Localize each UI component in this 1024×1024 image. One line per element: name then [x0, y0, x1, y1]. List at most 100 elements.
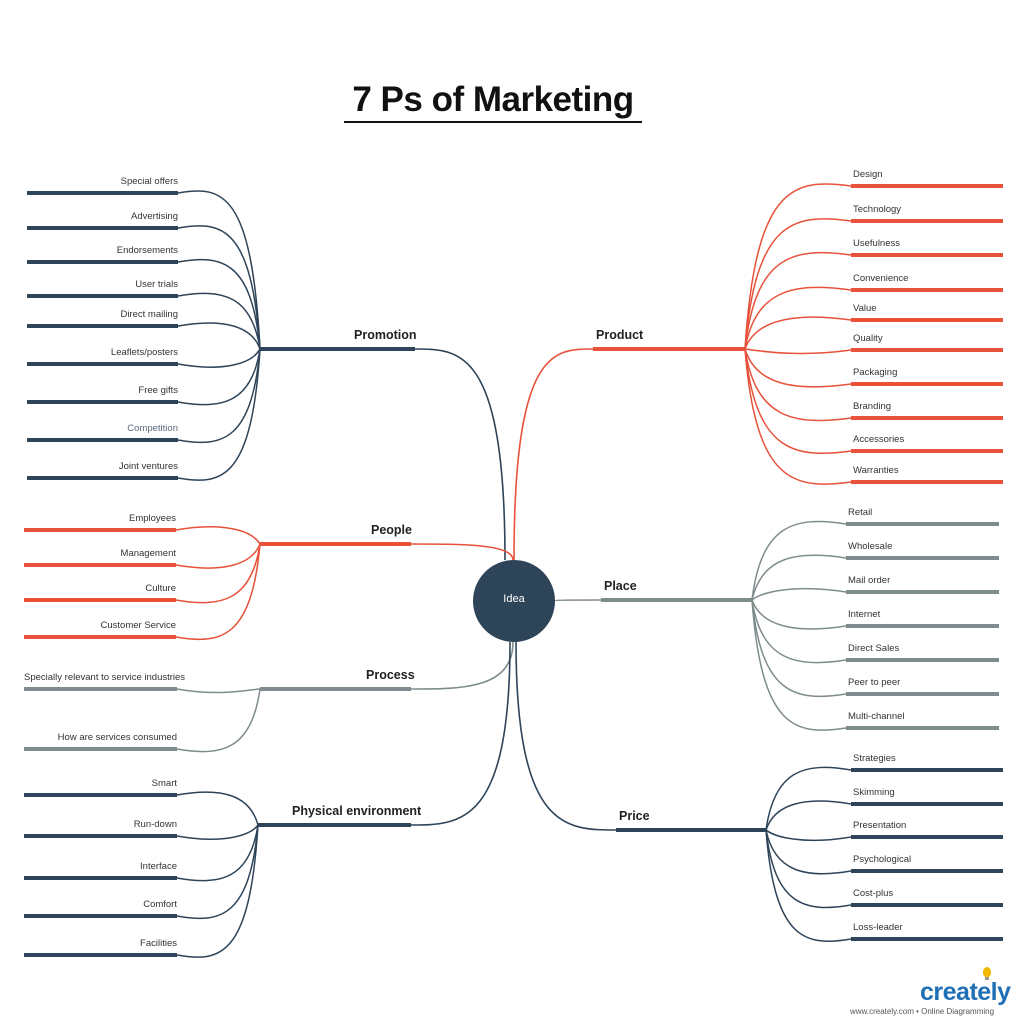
product-connector [513, 348, 594, 561]
place-leaf-label: Peer to peer [848, 677, 901, 688]
process-branch-label: Process [366, 668, 415, 682]
place-leaf-connector [751, 599, 847, 731]
place-leaf-label: Internet [848, 609, 881, 620]
people-leaf-label: Customer Service [100, 620, 177, 631]
people-leaf-connector [175, 543, 261, 604]
price-leaf-label: Strategies [853, 753, 896, 764]
process-connector [410, 641, 514, 690]
product-leaf-label: Packaging [853, 367, 898, 378]
physical-leaf-connector [176, 791, 259, 826]
place-connector [554, 599, 602, 602]
place-leaf-label: Direct Sales [848, 643, 900, 654]
promotion-leaf-label: Joint ventures [118, 461, 178, 472]
price-leaf-label: Loss-leader [853, 922, 903, 933]
place-leaf-label: Retail [848, 507, 873, 518]
promotion-leaf-connector [177, 348, 261, 406]
product-leaf-connector [744, 348, 852, 388]
promotion-leaf-connector [177, 190, 261, 350]
place-leaf-connector [751, 599, 847, 630]
physical-leaf-label: Smart [151, 778, 177, 789]
product-leaf-connector [744, 252, 852, 350]
promotion-leaf-connector [177, 292, 261, 350]
physical-branch-label: Physical environment [292, 804, 422, 818]
price-leaf-label: Cost-plus [853, 888, 894, 899]
physical-leaf-label: Interface [140, 861, 177, 872]
price-leaf-label: Skimming [853, 787, 895, 798]
price-leaf-connector [765, 800, 852, 831]
people-leaf-label: Employees [129, 513, 176, 524]
product-leaf-connector [744, 348, 852, 422]
place-leaf-label: Mail order [848, 575, 891, 586]
process-leaf-label: How are services consumed [57, 732, 177, 743]
promotion-leaf-connector [177, 258, 261, 350]
promotion-leaf-label: Endorsements [116, 245, 178, 256]
price-branch-label: Price [619, 809, 650, 823]
place-leaf-label: Multi-channel [848, 711, 905, 722]
physical-leaf-label: Facilities [140, 938, 177, 949]
place-leaf-label: Wholesale [848, 541, 893, 552]
product-leaf-connector [744, 348, 852, 355]
promotion-connector [414, 348, 506, 561]
product-leaf-connector [744, 183, 852, 350]
place-leaf-connector [751, 554, 847, 601]
promotion-leaf-connector [177, 225, 261, 350]
promotion-leaf-label: Leaflets/posters [110, 347, 178, 358]
physical-leaf-connector [176, 824, 259, 840]
promotion-leaf-label: Special offers [120, 176, 178, 187]
promotion-leaf-connector [177, 348, 261, 368]
process-leaf-label: Specially relevant to service industries [24, 672, 186, 683]
process-leaf-connector [176, 688, 261, 694]
price-leaf-connector [765, 766, 852, 831]
physical-leaf-connector [176, 824, 259, 958]
product-branch-label: Product [596, 328, 644, 342]
title-underline [344, 121, 642, 123]
product-leaf-connector [744, 316, 852, 350]
product-leaf-connector [744, 286, 852, 350]
product-leaf-label: Value [853, 303, 877, 314]
lightbulb-base-icon [985, 977, 989, 980]
price-leaf-connector [765, 829, 852, 842]
product-leaf-label: Usefulness [853, 238, 900, 249]
price-leaf-connector [765, 829, 852, 875]
product-leaf-label: Design [853, 169, 883, 180]
price-leaf-label: Psychological [853, 854, 912, 865]
place-leaf-connector [751, 599, 847, 697]
price-leaf-connector [765, 829, 852, 909]
price-connector [515, 641, 617, 831]
physical-connector [410, 641, 511, 826]
product-leaf-label: Accessories [853, 434, 905, 445]
people-leaf-label: Culture [145, 583, 176, 594]
creately-tagline: www.creately.com • Online Diagramming [850, 1007, 995, 1016]
people-leaf-connector [175, 543, 261, 641]
people-branch-label: People [371, 523, 412, 537]
promotion-leaf-connector [177, 348, 261, 444]
product-leaf-connector [744, 218, 852, 350]
physical-leaf-label: Run-down [133, 819, 177, 830]
product-leaf-label: Technology [853, 204, 902, 215]
promotion-leaf-label: Advertising [131, 211, 178, 222]
product-leaf-label: Branding [853, 401, 892, 412]
promotion-branch-label: Promotion [354, 328, 417, 342]
place-leaf-connector [751, 587, 847, 601]
creately-logo[interactable]: creately [920, 978, 1011, 1006]
promotion-leaf-connector [177, 322, 261, 350]
product-leaf-label: Warranties [853, 465, 899, 476]
promotion-leaf-connector [177, 348, 261, 481]
price-leaf-connector [765, 829, 852, 942]
product-leaf-label: Convenience [853, 273, 909, 284]
promotion-leaf-label: Competition [127, 423, 178, 434]
physical-leaf-connector [176, 824, 259, 920]
people-leaf-connector [175, 526, 261, 545]
physical-leaf-connector [176, 824, 259, 882]
people-connector [410, 543, 514, 561]
page-title: 7 Ps of Marketing [352, 80, 634, 119]
lightbulb-icon [983, 967, 991, 977]
center-node [473, 560, 555, 642]
process-leaf-connector [176, 688, 261, 753]
promotion-leaf-label: Free gifts [138, 385, 178, 396]
people-leaf-connector [175, 543, 261, 569]
place-branch-label: Place [604, 579, 637, 593]
physical-leaf-label: Comfort [143, 899, 177, 910]
price-leaf-label: Presentation [853, 820, 907, 831]
